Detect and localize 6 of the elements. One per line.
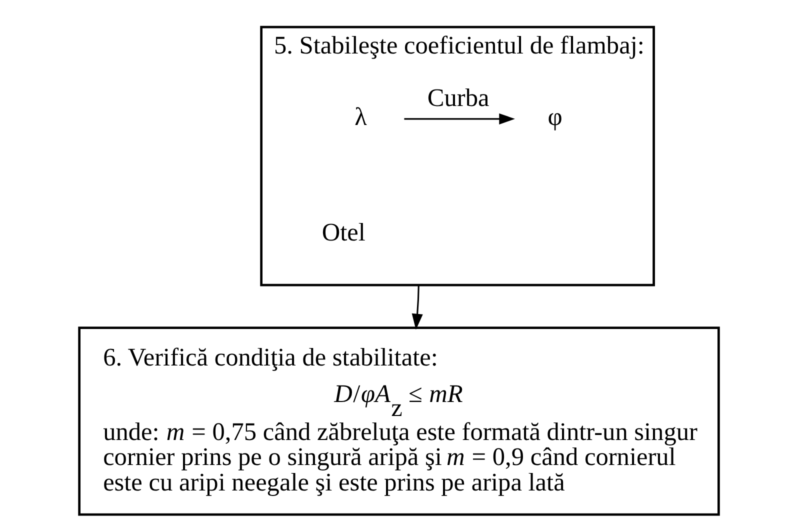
arrow [404, 113, 515, 124]
edge-label: Curba [427, 84, 490, 112]
node-text: λ [354, 102, 367, 131]
arrow [412, 285, 423, 330]
node-text: φ [548, 102, 562, 131]
label: Otel [322, 218, 366, 246]
